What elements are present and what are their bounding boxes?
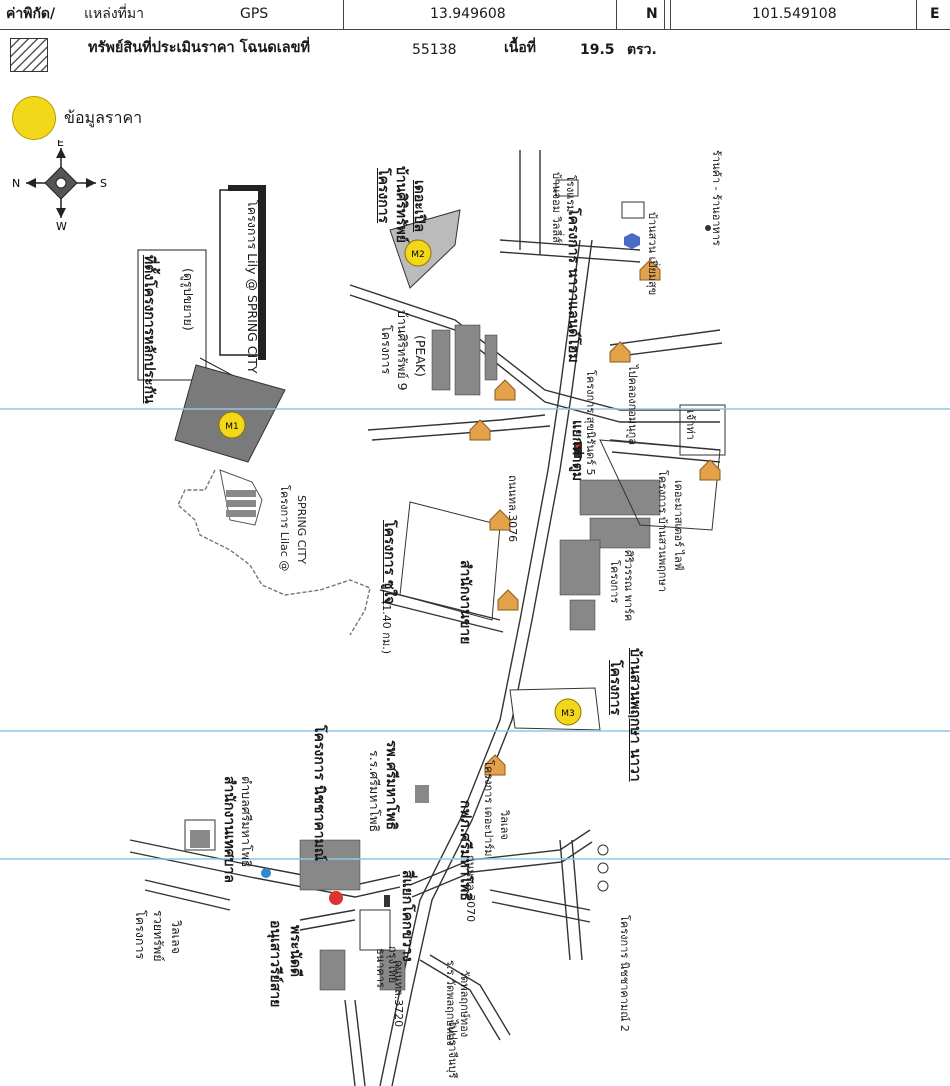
price-info-legend-label: ข้อมูลราคา bbox=[64, 108, 143, 127]
source-label: แหล่งที่มา bbox=[84, 6, 144, 22]
scan-artifact-line bbox=[0, 858, 950, 860]
source-value: GPS bbox=[240, 6, 269, 22]
lilac-label: โครงการ Lilac @ bbox=[278, 485, 291, 572]
the-palm-label-a: โครงการ เดอะปาร์ม bbox=[482, 760, 495, 857]
road-3076-label: ถนนทล.3076 bbox=[506, 475, 519, 543]
divider bbox=[616, 0, 617, 30]
ruamsap-label-a: โครงการ bbox=[133, 910, 148, 960]
nitchanam-project-label: โครงการ นิชชาคามณ์ bbox=[311, 725, 327, 861]
compass-n: N bbox=[12, 177, 20, 190]
kokmon-label: ไปคลองกอมนุกูล bbox=[626, 365, 639, 446]
monument-label-a: อนุเสาวรีย์สาย bbox=[267, 920, 283, 1008]
marker-m3-icon bbox=[554, 698, 582, 726]
compass-w: W bbox=[56, 220, 67, 233]
property-label: ทรัพย์สินที่ประเมินราคา โฉนดเลขที่ bbox=[88, 40, 311, 56]
latitude-value: 13.949608 bbox=[430, 6, 506, 22]
price-markers: M1 M2 M3 bbox=[218, 239, 582, 726]
kiosk-label: เจ้าท่า bbox=[684, 410, 697, 440]
scan-artifact-line bbox=[0, 730, 950, 732]
collateral-callout-label: ที่ตั้งโครงการหลักประกัน bbox=[141, 255, 157, 404]
the-palm-label-b: วิลเลจ bbox=[498, 810, 511, 840]
building-clusters bbox=[299, 324, 661, 991]
marker-m2-icon bbox=[404, 239, 432, 267]
monument-label-b: พระนัดดี bbox=[287, 925, 303, 978]
area-label: เนื้อที่ bbox=[504, 40, 536, 56]
nava-bottom-label-b: บ้านสวนพฤกษา นาวา bbox=[627, 648, 643, 782]
landmark-icons bbox=[190, 179, 711, 907]
marker-m1-icon bbox=[218, 411, 246, 439]
compass-rose-icon: N S E W bbox=[12, 140, 107, 233]
srimaha-hospital-label: รพ.ศรีมหาโพธิ bbox=[383, 740, 399, 831]
area-unit: ตรว. bbox=[627, 42, 657, 58]
lilac-label-b: SPRING CITY bbox=[295, 495, 308, 565]
divider bbox=[343, 0, 344, 30]
collateral-callout-sub: (ดูรูปขยาย) bbox=[181, 268, 196, 331]
suchai-project-label: โครงการ ซูใจ bbox=[381, 520, 397, 605]
nava-bottom-label-a: โครงการ bbox=[607, 660, 623, 716]
sales-office-label: สำนักงานขาย bbox=[457, 560, 473, 645]
map-canvas: N S E W bbox=[12, 140, 726, 1086]
divider bbox=[670, 0, 671, 30]
baan-suan-pruksa-label-b: เดอะมาสเตอร์ ไลฟ์ bbox=[672, 480, 685, 571]
srisawan-label-b: ศิริวรรณ พาร์ค bbox=[622, 550, 635, 622]
road-3070-label: ถนนทล.3070 bbox=[464, 855, 477, 923]
marker-m2-label: M2 bbox=[411, 250, 425, 260]
baan-sirisap9-label-b: บ้านศิริทรัพย์ 9 bbox=[395, 310, 410, 391]
sales-office-distance: (1.40 กม.) bbox=[380, 600, 393, 654]
location-map[interactable]: N S E W bbox=[0, 140, 950, 1086]
hatch-legend-swatch bbox=[10, 38, 48, 72]
marker-m3-label: M3 bbox=[561, 709, 575, 719]
compass-s: S bbox=[100, 177, 107, 190]
area-value: 19.5 bbox=[580, 42, 615, 58]
nitchanam2-label: โครงการ นิชชาคามณ์ 2 bbox=[618, 915, 631, 1032]
to-prachin-label: ไปปราจีนบุรี bbox=[446, 1020, 459, 1079]
longitude-direction: E bbox=[930, 6, 940, 22]
baan-sirisap9-label-c: (PEAK) bbox=[413, 335, 428, 377]
ruamsap-label-b: รวยทรัพย์ bbox=[151, 910, 166, 962]
divider bbox=[916, 0, 917, 30]
marker-m1-label: M1 bbox=[225, 422, 239, 432]
ruamsap-label-c: วิลเลจ bbox=[169, 920, 184, 954]
baan-sirisap-deca-label-c: เดอะเปิล bbox=[411, 180, 427, 233]
coord-label: ค่าพิกัด/ bbox=[6, 6, 56, 22]
bank-label-b: กรุงไทย bbox=[386, 946, 399, 984]
scan-artifact-line bbox=[0, 408, 950, 410]
divider bbox=[664, 0, 665, 30]
lily-project-callout bbox=[219, 185, 266, 360]
banjong-label-b: บ้านจอม วิลลี่ส์ bbox=[550, 172, 563, 243]
latitude-direction: N bbox=[646, 6, 658, 22]
price-info-marker-icon bbox=[12, 96, 56, 140]
shops-label: ร้านค้า - ร้านอาหาร bbox=[710, 150, 723, 246]
coordinate-row: ค่าพิกัด/ แหล่งที่มา GPS 13.949608 N 101… bbox=[0, 0, 950, 30]
collateral-callout-box bbox=[137, 249, 207, 381]
parcel-outlines bbox=[184, 404, 726, 951]
longitude-value: 101.549108 bbox=[752, 6, 837, 22]
tha-toom-intersection-label: แยกท่าตูม bbox=[569, 420, 585, 482]
municipal-office-label-b: ตำบลศรีมหาโพธิ bbox=[239, 776, 254, 868]
lily-project-label: โครงการ Lily @ SPRING CITY bbox=[245, 200, 260, 374]
lilac-houses bbox=[226, 490, 256, 517]
house-icons bbox=[469, 259, 721, 776]
property-row: ทรัพย์สินที่ประเมินราคา โฉนดเลขที่ 55138… bbox=[0, 30, 950, 82]
deed-number: 55138 bbox=[412, 42, 457, 58]
baan-suan-label: บ้านสวน เปี่ยมสุข bbox=[646, 212, 659, 296]
compass-e: E bbox=[57, 140, 64, 149]
